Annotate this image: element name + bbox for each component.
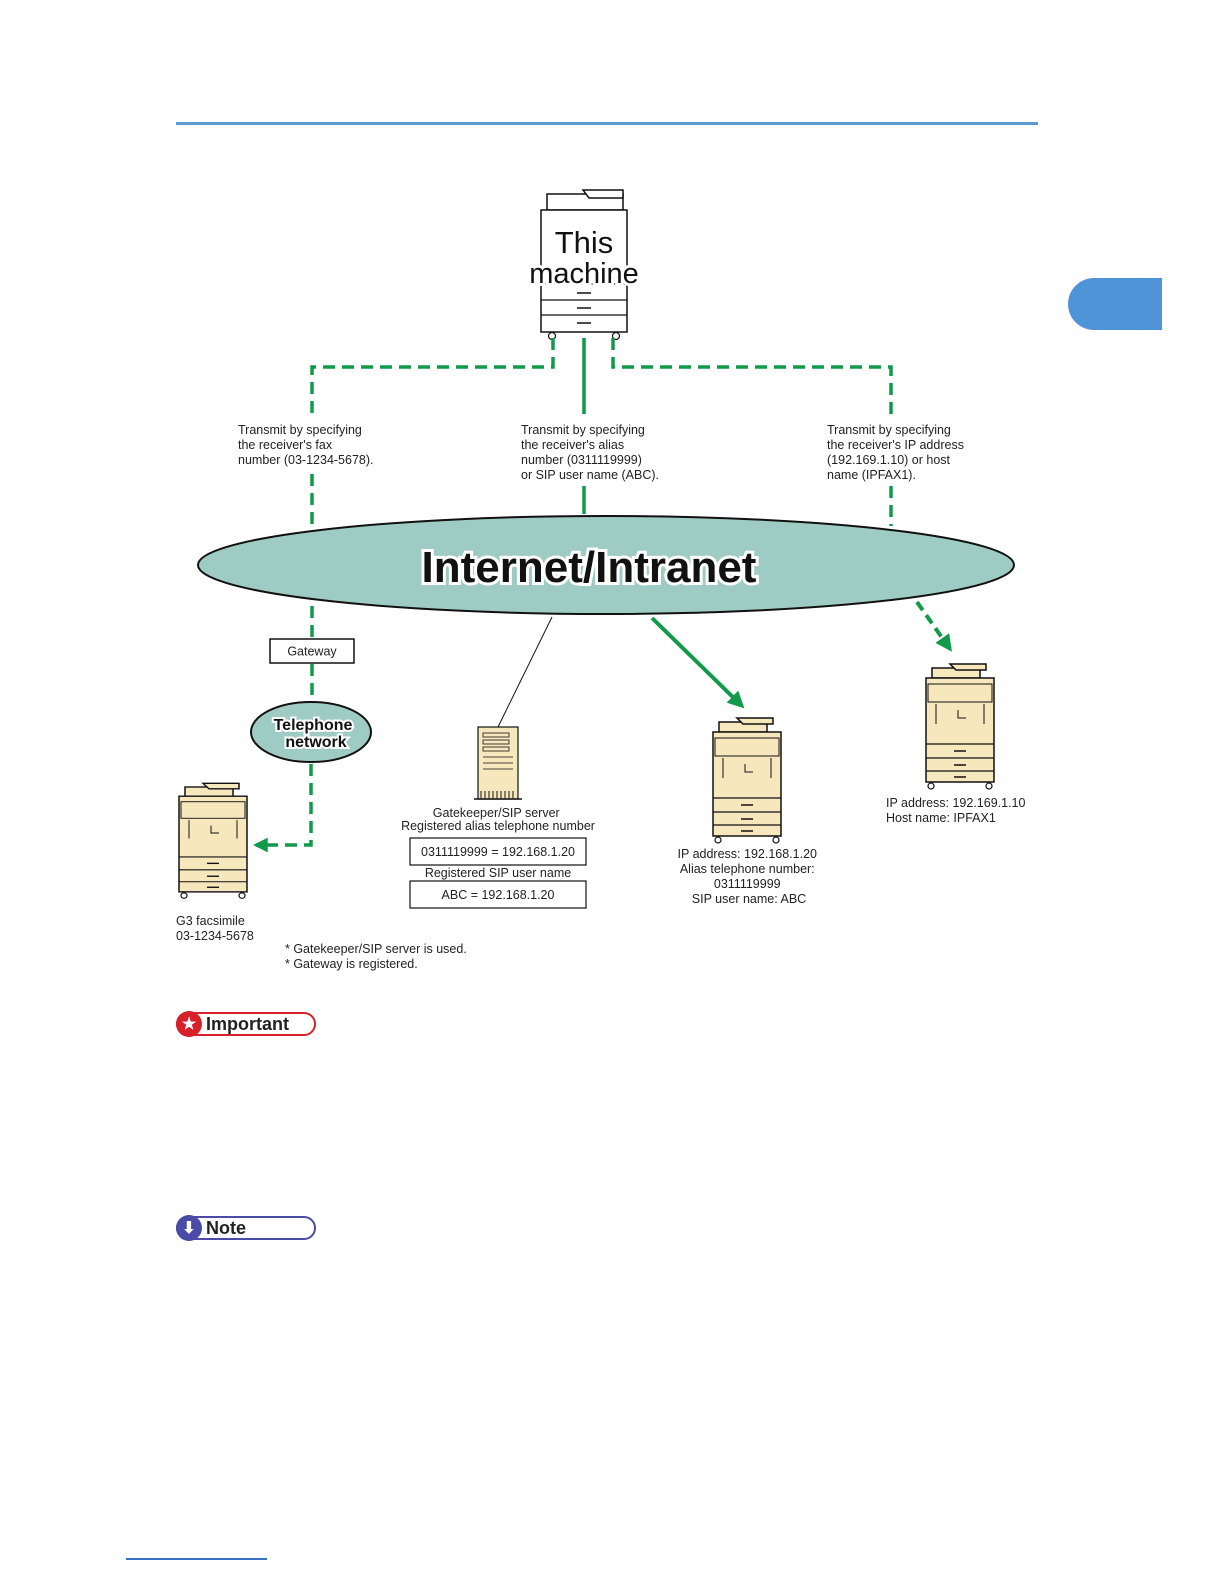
transmit-fax-note: Transmit by specifying the receiver's fa…	[238, 423, 374, 467]
note-label: Note	[206, 1217, 246, 1238]
star-icon: ★	[176, 1011, 202, 1037]
telephone-network-label-line2: network	[285, 734, 346, 751]
alias-entry-text: 0311119999 = 192.168.1.20	[421, 845, 575, 859]
server-label: Gatekeeper/SIP server Registered alias t…	[401, 806, 595, 833]
transmit-alias-note: Transmit by specifying the receiver's al…	[521, 423, 659, 482]
footnotes: * Gatekeeper/SIP server is used. * Gatew…	[285, 942, 470, 971]
gatekeeper-server-icon	[474, 726, 522, 800]
telephone-network-label-line1: Telephone	[274, 717, 353, 734]
mid-receiver-label: IP address: 192.168.1.20 Alias telephone…	[678, 847, 821, 906]
fax-route-line	[310, 338, 555, 414]
sip-entry-box	[409, 880, 587, 909]
this-machine-label-line1: This	[555, 225, 614, 260]
g3-facsimile-icon	[178, 782, 248, 900]
internet-intranet-label: Internet/Intranet	[422, 543, 757, 592]
server-link-line	[497, 616, 553, 728]
right-receiver-icon	[925, 663, 995, 790]
g3-facsimile-label: G3 facsimile 03-1234-5678	[176, 914, 254, 943]
gateway-box	[269, 638, 355, 664]
telephone-network-cloud	[250, 701, 372, 763]
this-machine-icon	[540, 189, 628, 341]
arrow-down-icon: ⬇	[176, 1215, 202, 1241]
sip-heading: Registered SIP user name	[425, 866, 571, 880]
sip-entry-text: ABC = 192.168.1.20	[442, 888, 555, 902]
note-badge: ⬇ Note	[176, 1215, 316, 1241]
chapter-tab	[1068, 278, 1162, 330]
important-label: Important	[206, 1013, 289, 1034]
gateway-label: Gateway	[287, 645, 337, 659]
internet-intranet-cloud	[197, 515, 1015, 615]
important-badge: ★ Important	[176, 1011, 316, 1037]
network-to-mid-receiver-arrow	[650, 616, 745, 709]
transmit-ip-note: Transmit by specifying the receiver's IP…	[827, 423, 967, 482]
network-to-right-receiver-arrow	[915, 600, 952, 652]
network-diagram: This machine Transmit by specifying the …	[176, 189, 1029, 971]
this-machine-label-line2: machine	[529, 258, 639, 290]
right-receiver-label: IP address: 192.169.1.10 Host name: IPFA…	[886, 796, 1029, 825]
header-rule	[176, 122, 1038, 125]
mid-receiver-icon	[712, 717, 782, 844]
alias-entry-box	[409, 837, 587, 866]
ip-route-line	[611, 338, 893, 414]
telephone-to-g3-line	[253, 764, 313, 853]
footer-link-rule	[126, 1558, 267, 1560]
